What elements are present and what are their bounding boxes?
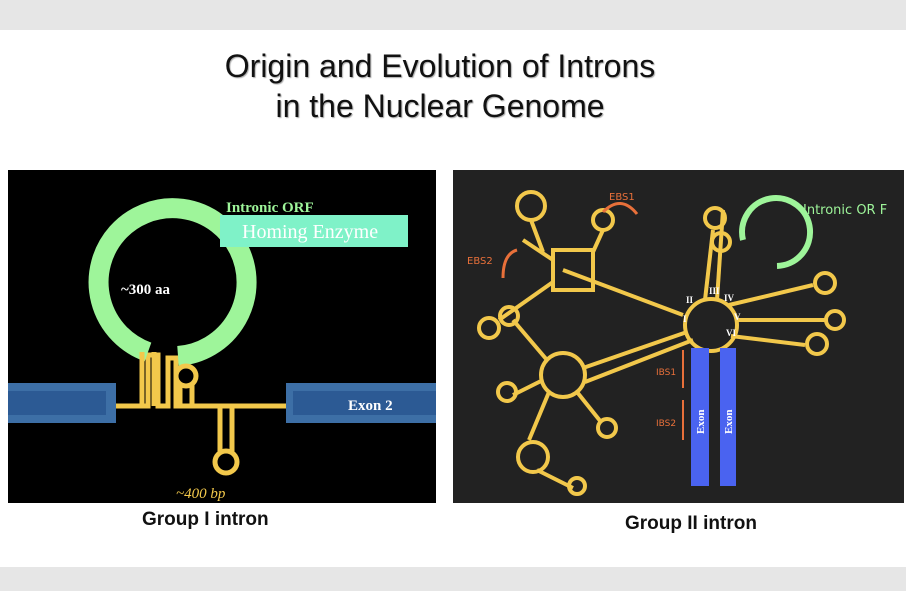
connector-i bbox=[582, 330, 688, 370]
branch-c2 bbox=[536, 468, 574, 490]
branch-e bbox=[521, 238, 555, 262]
ibs2-label: IBS2 bbox=[656, 419, 676, 429]
domain-structure bbox=[477, 190, 846, 496]
loop-v bbox=[824, 309, 846, 331]
branch-d bbox=[575, 390, 603, 424]
exon-bar-left bbox=[691, 348, 709, 486]
domain-label-iv: IV bbox=[724, 293, 735, 303]
ebs2-arrow bbox=[501, 248, 518, 279]
exon-bar-right bbox=[720, 348, 736, 486]
bp-label: ~400 bp bbox=[176, 486, 226, 502]
stem-loop-bottom bbox=[212, 448, 240, 476]
branch-vi bbox=[730, 334, 806, 347]
ebs2-label: EBS2 bbox=[467, 256, 493, 267]
loop-vi bbox=[805, 332, 829, 356]
loop-a bbox=[498, 305, 520, 327]
stem-loop-small bbox=[173, 363, 199, 389]
branch-g bbox=[497, 280, 555, 322]
domain-label-iii: III bbox=[709, 286, 720, 296]
loop-d bbox=[596, 417, 618, 439]
branch-a bbox=[511, 318, 549, 362]
arm-upper bbox=[562, 268, 684, 317]
branch-e2 bbox=[529, 219, 545, 253]
aa-label: ~300 aa bbox=[121, 282, 171, 298]
title-line-2: in the Nuclear Genome bbox=[275, 88, 605, 124]
branch-b bbox=[512, 378, 544, 397]
branch-iv bbox=[728, 283, 814, 307]
intronic-orf-label-2: Intronic OR F bbox=[803, 203, 887, 218]
loop-c bbox=[516, 440, 550, 474]
homing-enzyme-box bbox=[220, 215, 408, 247]
slide-title: Origin and Evolution of Introns in the N… bbox=[0, 46, 880, 126]
homing-enzyme-label: Homing Enzyme bbox=[242, 221, 378, 243]
branch-f bbox=[591, 229, 605, 253]
orf-loop bbox=[88, 198, 257, 366]
domain-i-hub bbox=[539, 351, 587, 399]
domain-label-v: V bbox=[734, 312, 741, 322]
group1-caption: Group I intron bbox=[142, 509, 269, 530]
domain-label-vi: VI bbox=[726, 328, 736, 338]
group2-caption: Group II intron bbox=[625, 513, 757, 534]
exon-left-label: Exon bbox=[695, 410, 707, 434]
loop-g bbox=[477, 316, 501, 340]
domain-label-i: I bbox=[683, 314, 687, 324]
central-wheel bbox=[683, 297, 739, 353]
group1-diagram: Intronic ORF Homing Enzyme ~300 aa Exon … bbox=[8, 170, 436, 503]
ibs1-label: IBS1 bbox=[656, 368, 676, 378]
loop-iv bbox=[813, 271, 837, 295]
orf-arc bbox=[739, 195, 814, 269]
branch-c bbox=[527, 391, 551, 441]
branch-iii-b bbox=[715, 209, 725, 301]
loop-iii-b bbox=[710, 231, 732, 253]
exon2-inner bbox=[293, 391, 436, 415]
connector-i-b bbox=[584, 338, 694, 384]
title-line-1: Origin and Evolution of Introns bbox=[224, 48, 656, 84]
loop-iii bbox=[703, 206, 727, 230]
group2-diagram: Intronic OR F EBS1 EBS2 I II III IV V VI… bbox=[453, 170, 904, 503]
ebs1-arrow bbox=[601, 202, 639, 215]
exon2-label: Exon 2 bbox=[348, 398, 393, 414]
exon1-inner bbox=[8, 391, 106, 415]
exon-right-label: Exon bbox=[723, 410, 735, 434]
loop-b bbox=[496, 381, 518, 403]
ebs1-label: EBS1 bbox=[609, 192, 635, 203]
intronic-orf-label: Intronic ORF bbox=[226, 200, 314, 216]
arm-box bbox=[551, 248, 595, 292]
loop-c2 bbox=[567, 476, 587, 496]
domain-label-ii: II bbox=[686, 295, 694, 305]
